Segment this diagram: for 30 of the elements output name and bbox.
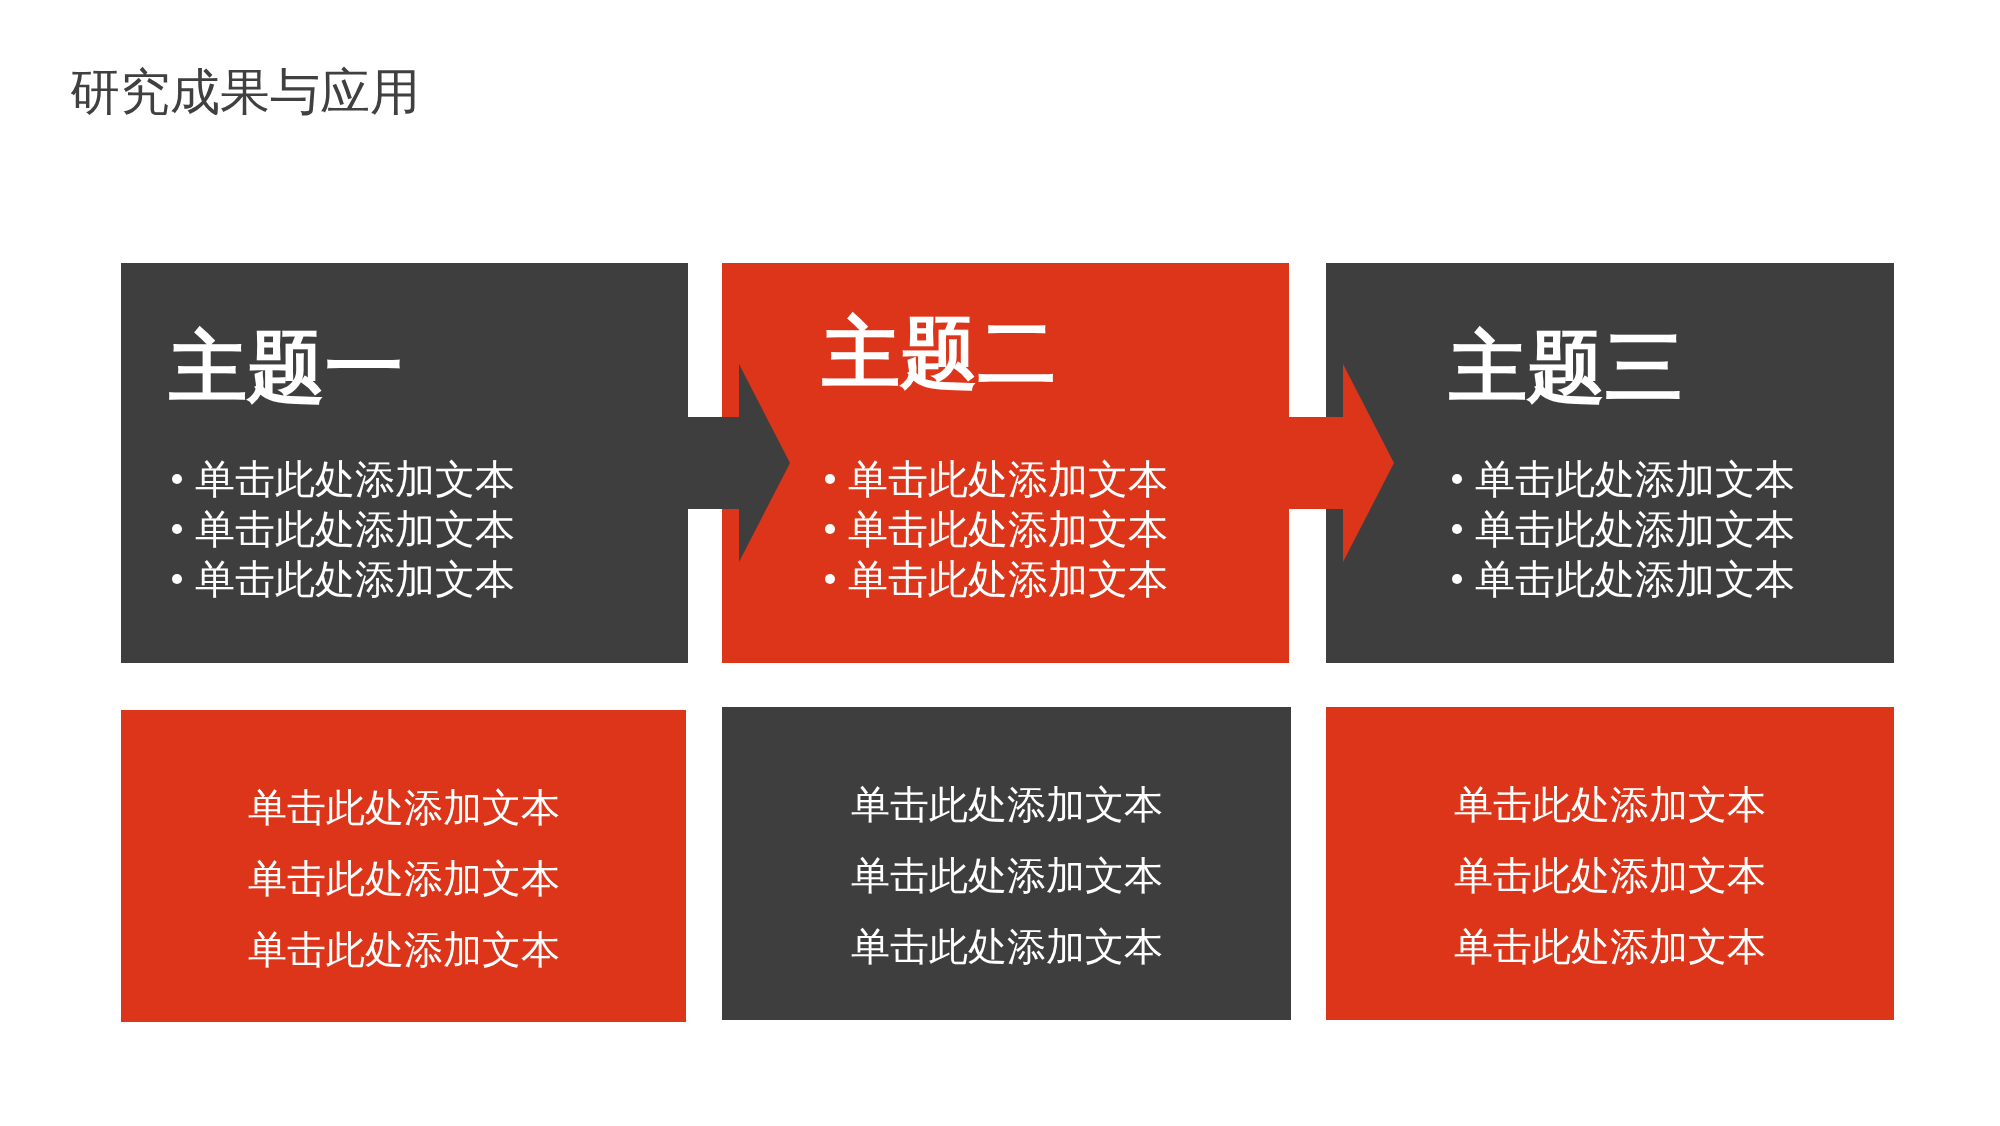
topic-card <box>121 263 688 663</box>
bullet-text: 单击此处添加文本 <box>1475 506 1795 553</box>
card-text-line: 单击此处添加文本 <box>850 782 1163 828</box>
bullet-text: 单击此处添加文本 <box>1475 556 1795 603</box>
bullet-text: 单击此处添加文本 <box>195 556 515 603</box>
block-arrow <box>1289 364 1394 562</box>
card-text-line: 单击此处添加文本 <box>247 927 560 973</box>
topic-card <box>722 263 1289 663</box>
bullet-text: 单击此处添加文本 <box>195 456 515 503</box>
card-text-line: 单击此处添加文本 <box>1454 782 1766 828</box>
block-arrow <box>688 364 790 562</box>
topic-heading: 主题一 <box>169 322 403 412</box>
bullet-text: 单击此处添加文本 <box>195 506 515 553</box>
text-card <box>1326 707 1894 1020</box>
bullet-text: 单击此处添加文本 <box>848 556 1168 603</box>
card-text-line: 单击此处添加文本 <box>247 785 560 831</box>
topic-card <box>1326 263 1894 663</box>
card-text-line: 单击此处添加文本 <box>1454 924 1766 970</box>
topic-heading: 主题三 <box>1449 322 1683 412</box>
card-text-line: 单击此处添加文本 <box>850 853 1163 899</box>
card-text-line: 单击此处添加文本 <box>247 856 560 902</box>
card-text-line: 单击此处添加文本 <box>850 924 1163 970</box>
slide-title: 研究成果与应用 <box>70 63 420 122</box>
card-text-line: 单击此处添加文本 <box>1454 853 1766 899</box>
bullet-text: 单击此处添加文本 <box>1475 456 1795 503</box>
bullet-text: 单击此处添加文本 <box>848 456 1168 503</box>
text-card <box>722 707 1291 1020</box>
bullet-text: 单击此处添加文本 <box>848 506 1168 553</box>
text-card <box>121 710 686 1022</box>
topic-heading: 主题二 <box>822 308 1056 398</box>
